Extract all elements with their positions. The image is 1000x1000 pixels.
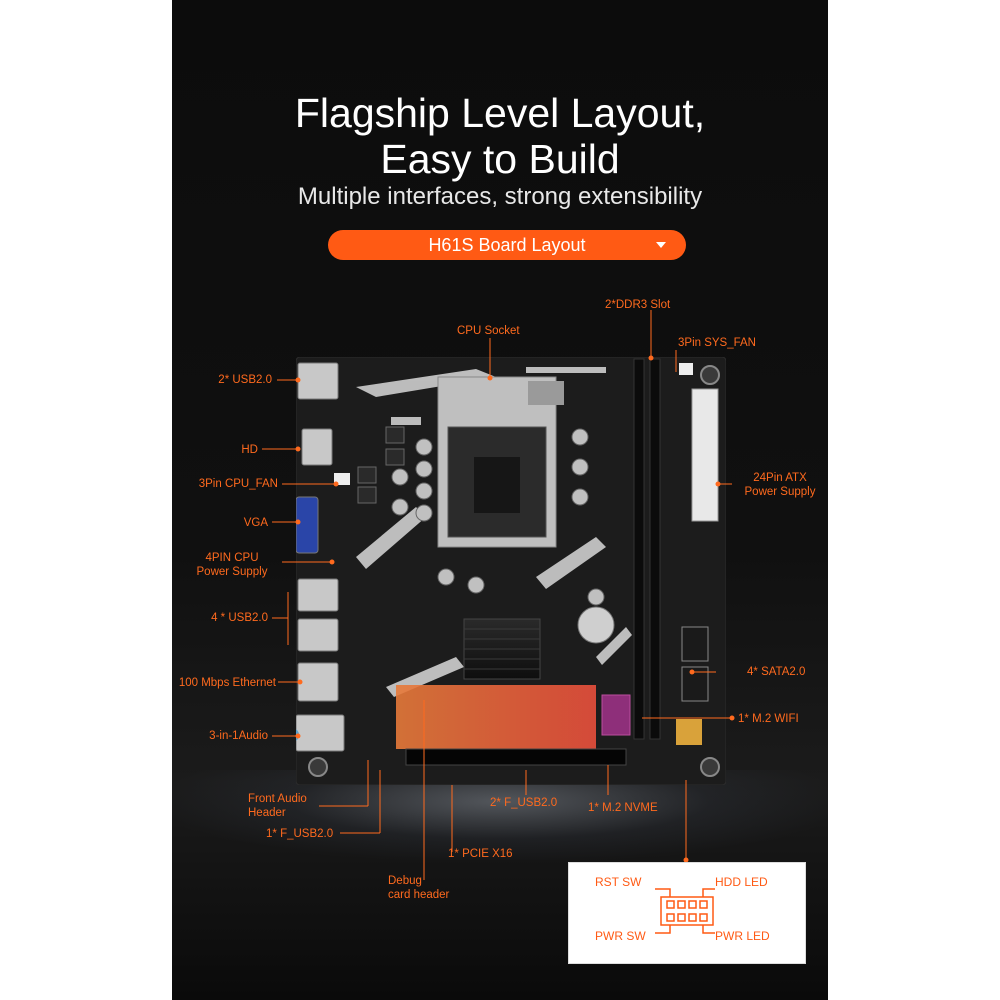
callout-hd: HD [241,444,258,456]
callout-sys-fan: 3Pin SYS_FAN [678,337,756,349]
motherboard-image [296,357,726,785]
subtitle: Multiple interfaces, strong extensibilit… [297,183,703,210]
hdd-led-label: HDD LED [715,875,768,889]
callout-atx-line2: Power Supply [744,486,816,498]
callout-debug-line2: card header [388,889,450,901]
front-panel-pinout: RST SW HDD LED PWR SW PWR LED [568,862,806,964]
callout-front-audio-line2: Header [248,807,286,819]
callout-audio: 3-in-1Audio [209,730,268,742]
promo-panel: Flagship Level Layout, Easy to Build Mul… [172,0,828,1000]
callout-cpu-socket: CPU Socket [457,325,520,337]
pwr-led-label: PWR LED [715,929,770,943]
callout-f-usb-right: 2* F_USB2.0 [490,797,558,809]
pwr-sw-label: PWR SW [595,929,646,943]
callout-debug: Debug card header [388,874,449,902]
callout-front-audio: Front Audio Header [248,792,307,820]
floor-glow [172,770,828,860]
callout-atx-line1: 24Pin ATX [753,472,807,484]
callout-cpu-power-line2: Power Supply [196,566,268,578]
board-layout-label: H61S Board Layout [428,235,586,255]
rst-sw-label: RST SW [595,875,642,889]
callout-cpu-fan: 3Pin CPU_FAN [198,478,278,490]
callout-lines [262,310,735,880]
title-line-2: Easy to Build [380,136,620,182]
pin-header-icon [655,888,715,934]
callout-cpu-power-line1: 4PIN CPU [205,552,259,564]
callout-usb-mid: 4 * USB2.0 [211,612,268,624]
board-layout-dropdown[interactable]: H61S Board Layout [328,230,686,260]
caret-down-icon [656,242,666,248]
callout-ethernet: 100 Mbps Ethernet [178,677,276,689]
callout-m2-nvme: 1* M.2 NVME [588,802,658,814]
callout-front-audio-line1: Front Audio [248,793,307,805]
callout-pcie: 1* PCIE X16 [448,848,513,860]
callout-sata: 4* SATA2.0 [747,666,806,678]
callout-m2-wifi: 1* M.2 WIFI [738,713,799,725]
callout-vga: VGA [243,517,268,529]
title-line-1: Flagship Level Layout, [294,90,706,136]
callout-atx-power: 24Pin ATX Power Supply [732,471,828,499]
callout-cpu-power: 4PIN CPU Power Supply [184,551,280,579]
callout-usb-top: 2* USB2.0 [218,374,272,386]
callout-debug-line1: Debug [388,875,422,887]
callout-ddr3-slot: 2*DDR3 Slot [605,299,671,311]
callout-f-usb-left: 1* F_USB2.0 [266,828,334,840]
